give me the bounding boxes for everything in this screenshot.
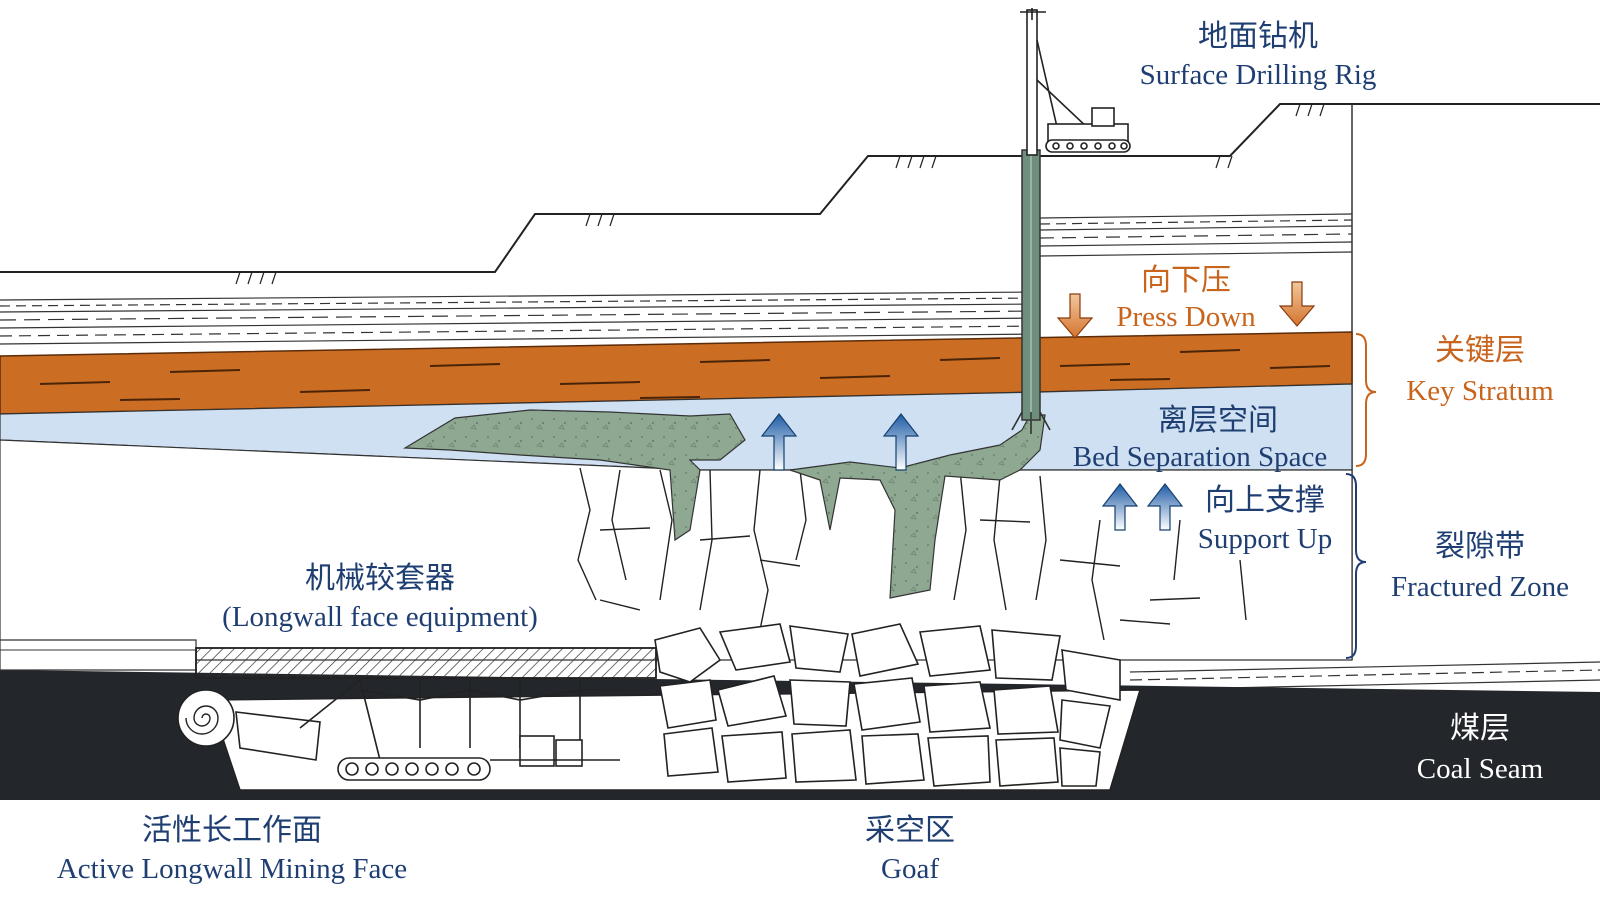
upper-right-strata	[1130, 662, 1600, 690]
press-down-label-cn: 向下压	[1141, 263, 1231, 298]
fractured-zone-label-en: Fractured Zone	[1391, 571, 1569, 603]
press-down-arrow-right	[1280, 282, 1314, 326]
support-up-label-en: Support Up	[1198, 523, 1333, 555]
press-down-label-en: Press Down	[1116, 301, 1256, 333]
key-stratum-label-cn: 关键层	[1435, 333, 1525, 368]
fractured-zone-label-cn: 裂隙带	[1435, 529, 1525, 564]
equipment-label-en: (Longwall face equipment)	[222, 601, 538, 633]
rig-label-en: Surface Drilling Rig	[1140, 59, 1377, 91]
mining-face-label-cn: 活性长工作面	[142, 813, 322, 848]
key-stratum-brace	[1356, 334, 1376, 466]
rig-label-cn: 地面钻机	[1198, 19, 1318, 54]
key-stratum-label-en: Key Stratum	[1406, 375, 1554, 407]
coal-seam-label-en: Coal Seam	[1417, 753, 1544, 785]
coal-seam-label-cn: 煤层	[1450, 711, 1510, 746]
drilling-rig	[1020, 8, 1130, 155]
equipment-label-cn: 机械较套器	[305, 561, 455, 596]
goaf-label-cn: 采空区	[865, 813, 955, 848]
bed-separation-label-en: Bed Separation Space	[1073, 441, 1327, 473]
ground-surface	[0, 104, 1600, 284]
support-up-label-cn: 向上支撑	[1205, 483, 1325, 518]
press-down-arrow-left	[1058, 294, 1092, 338]
goaf-label-en: Goaf	[881, 853, 939, 885]
bed-separation-label-cn: 离层空间	[1158, 403, 1278, 438]
mining-face-label-en: Active Longwall Mining Face	[57, 853, 407, 885]
